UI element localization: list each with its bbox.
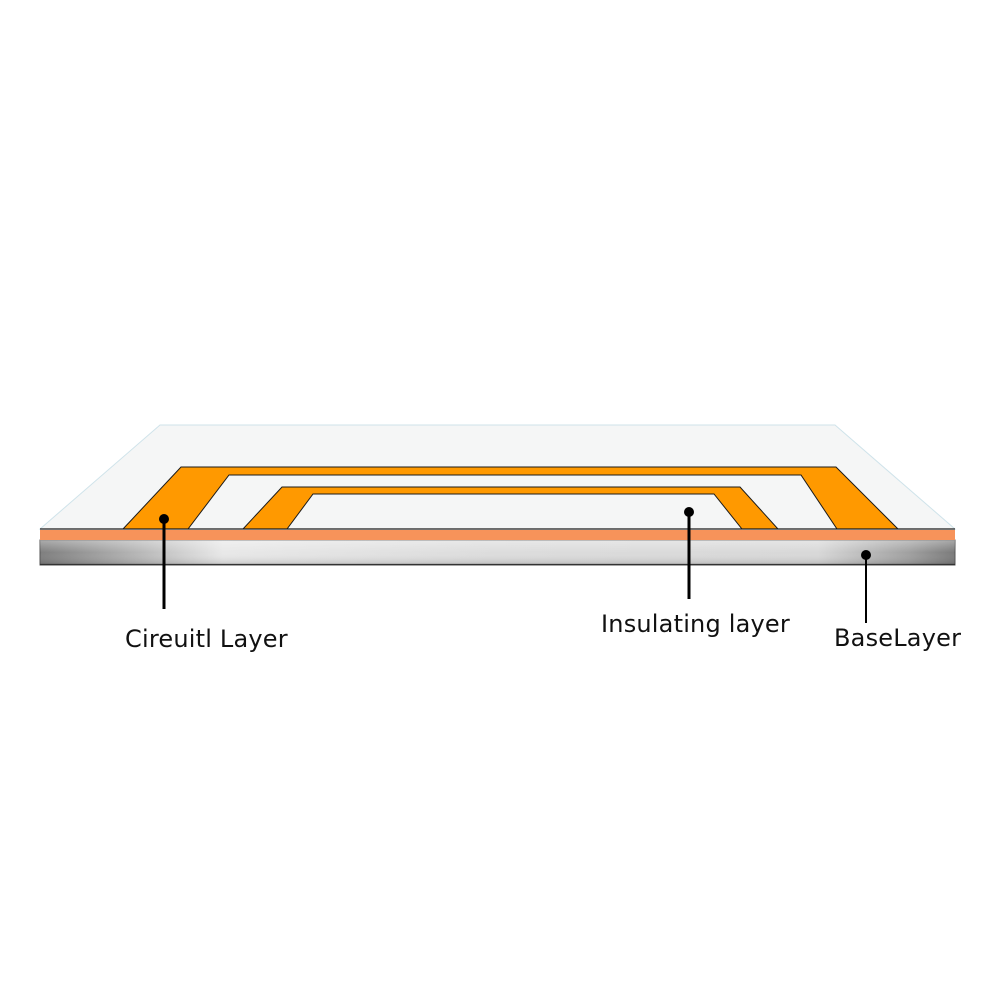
insulating-layer-pointer [684,507,694,599]
circuit-layer-pointer [159,514,169,609]
circuit-traces [40,466,955,530]
base-layer-pointer [861,550,871,623]
insulating-layer-label: Insulating layer [601,610,790,638]
base-layer [39,539,956,566]
circuit-layer-label: Cireuitl Layer [125,625,288,653]
base-layer-label: BaseLayer [834,624,962,652]
copper-strip [40,530,955,540]
